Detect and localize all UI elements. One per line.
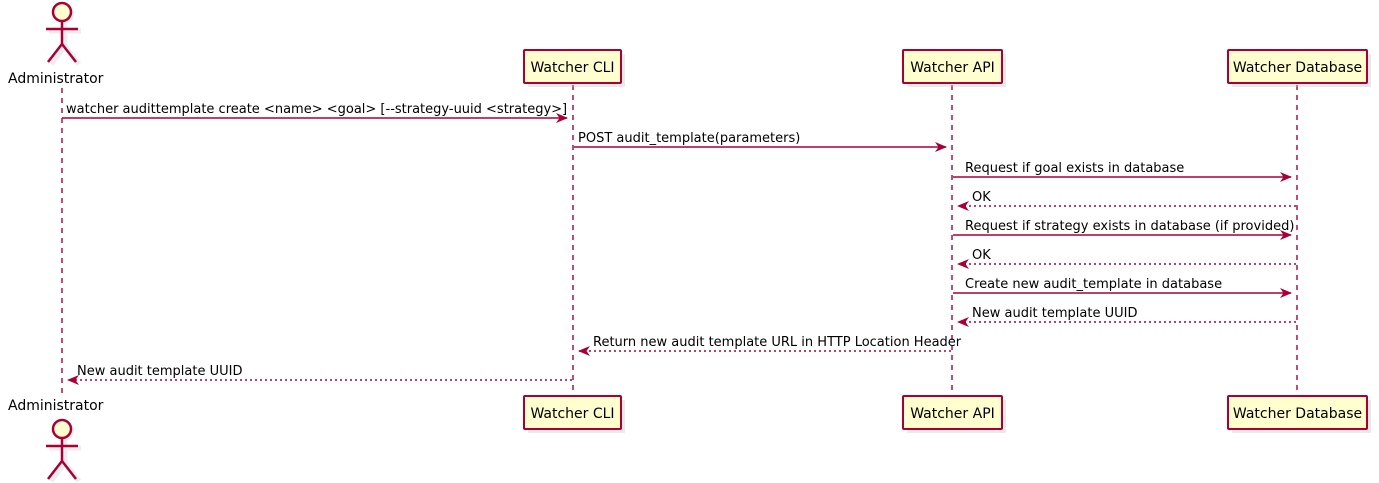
message-label-4: OK bbox=[972, 190, 991, 205]
participant-label-watcher-database-bottom: Watcher Database bbox=[1233, 406, 1362, 422]
participant-label-watcher-cli-bottom: Watcher CLI bbox=[530, 406, 614, 422]
actor-leg-right-line bbox=[61, 43, 77, 63]
actor-label-administrator-top: Administrator bbox=[8, 71, 104, 87]
message-4: OK bbox=[957, 190, 1296, 211]
message-label-6: OK bbox=[972, 248, 991, 263]
participant-box-rect bbox=[902, 395, 1003, 430]
participant-label-watcher-api-top: Watcher API bbox=[910, 60, 995, 76]
message-10: New audit template UUID bbox=[67, 364, 572, 385]
participant-label-watcher-api-bottom: Watcher API bbox=[910, 406, 995, 422]
participant-label-watcher-database-top: Watcher Database bbox=[1233, 60, 1362, 76]
participant-box-rect bbox=[523, 395, 622, 430]
message-6: OK bbox=[957, 248, 1296, 269]
participant-box-rect bbox=[523, 49, 622, 84]
actor-head-icon bbox=[51, 1, 73, 23]
message-3: Request if goal exists in database bbox=[953, 161, 1292, 182]
message-label-10: New audit template UUID bbox=[77, 364, 242, 379]
actor-administrator-bottom: Administrator bbox=[8, 398, 104, 483]
participant-box-watcher-api-top[interactable]: Watcher API bbox=[902, 49, 1006, 87]
actor-leg-left-line bbox=[47, 460, 63, 480]
participant-box-watcher-cli-bottom[interactable]: Watcher CLI bbox=[523, 395, 625, 433]
participant-label-watcher-cli-top: Watcher CLI bbox=[530, 60, 614, 76]
participant-box-watcher-cli-top[interactable]: Watcher CLI bbox=[523, 49, 625, 87]
participant-box-watcher-database-bottom[interactable]: Watcher Database bbox=[1227, 395, 1371, 433]
participant-box-watcher-database-top[interactable]: Watcher Database bbox=[1227, 49, 1371, 87]
message-1: watcher audittemplate create <name> <goa… bbox=[62, 102, 568, 123]
message-label-9: Return new audit template URL in HTTP Lo… bbox=[593, 335, 962, 350]
message-label-1: watcher audittemplate create <name> <goa… bbox=[66, 102, 567, 117]
actor-head-icon bbox=[51, 418, 73, 440]
actor-leg-left-line bbox=[47, 43, 63, 63]
message-label-5: Request if strategy exists in database (… bbox=[965, 219, 1294, 234]
participant-box-rect bbox=[1227, 395, 1368, 430]
message-label-3: Request if goal exists in database bbox=[965, 161, 1184, 176]
participant-box-rect bbox=[902, 49, 1003, 84]
participant-box-rect bbox=[1227, 49, 1368, 84]
participant-box-watcher-api-bottom[interactable]: Watcher API bbox=[902, 395, 1006, 433]
actor-label-administrator-bottom: Administrator bbox=[8, 398, 104, 414]
actor-leg-right-line bbox=[61, 460, 77, 480]
message-9: Return new audit template URL in HTTP Lo… bbox=[578, 335, 962, 356]
message-label-2: POST audit_template(parameters) bbox=[578, 131, 800, 146]
message-2: POST audit_template(parameters) bbox=[574, 131, 947, 152]
message-5: Request if strategy exists in database (… bbox=[953, 219, 1294, 240]
message-8: New audit template UUID bbox=[957, 306, 1296, 327]
message-label-7: Create new audit_template in database bbox=[965, 277, 1222, 292]
message-7: Create new audit_template in database bbox=[953, 277, 1292, 298]
actor-administrator-top: Administrator bbox=[8, 1, 104, 87]
message-label-8: New audit template UUID bbox=[972, 306, 1137, 321]
